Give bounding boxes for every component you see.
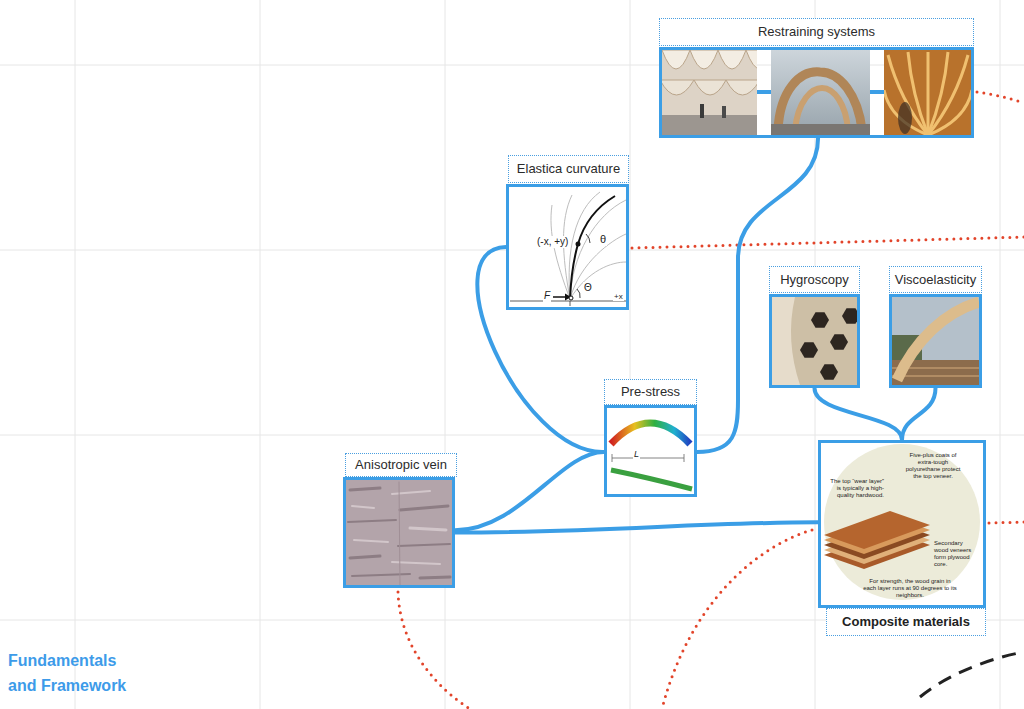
image-frame [604,405,697,497]
image-frame [343,477,455,588]
image-node: Restraining systems [659,18,974,138]
figure-label: L [633,449,640,459]
figure-label: (-x, +y) [536,236,569,248]
connector-line [815,388,903,440]
image-frame [769,294,860,388]
heading-text: Viscoelasticity [895,272,976,287]
elastica-plot [509,187,626,307]
figure-label: Secondary wood veneers form plywood core… [934,540,978,568]
figure-label: Θ [583,282,593,294]
heading-text: Pre-stress [621,384,680,399]
prestress-model [607,408,694,494]
viscoelasticity-photo [892,297,979,385]
figure-label: The top “wear layer” is typically a high… [830,478,884,499]
node-heading: Viscoelasticity [889,266,982,293]
image-node: Elastica curvature [506,155,629,310]
image-node: Hygroscopy [769,266,860,388]
node-heading: Restraining systems [659,18,974,46]
image-node: Viscoelasticity [889,266,982,388]
connector-line [902,388,936,440]
figure-label: For strength, the wood grain in each lay… [862,578,958,599]
node-heading: Pre-stress [604,379,697,405]
node-heading: Elastica curvature [508,155,629,183]
heading-text: Hygroscopy [780,272,849,287]
image-node: Anisotropic vein [343,453,457,588]
heading-text: Elastica curvature [517,161,620,176]
composite-illustration [821,443,983,605]
anisotropic-photo [346,480,452,585]
heading-text: Composite materials [842,614,970,629]
restraining-photos [660,50,972,135]
heading-text: Anisotropic vein [355,457,447,472]
node-heading: Hygroscopy [769,266,860,293]
figure-label: F [543,290,551,302]
node-heading: Composite materials [826,608,986,636]
hygroscopy-photo [772,297,857,385]
image-node: Composite materials [818,440,986,636]
connector-line [455,522,818,532]
image-frame [889,294,982,388]
figure-label: Five-plus coats of extra-tough polyureth… [902,452,964,480]
connector-line [455,452,604,530]
figure-label: θ [599,233,607,246]
outgoing-dotted-links [398,92,1024,709]
image-node: Pre-stress [604,379,697,497]
heading-text: Restraining systems [758,24,875,39]
diagram-title: Fundamentals and Framework [8,648,136,698]
node-heading: Anisotropic vein [345,453,457,477]
image-frame [659,47,974,138]
dashed-boundary [920,652,1024,697]
figure-label: +x [613,292,624,301]
connector-line [477,247,604,452]
